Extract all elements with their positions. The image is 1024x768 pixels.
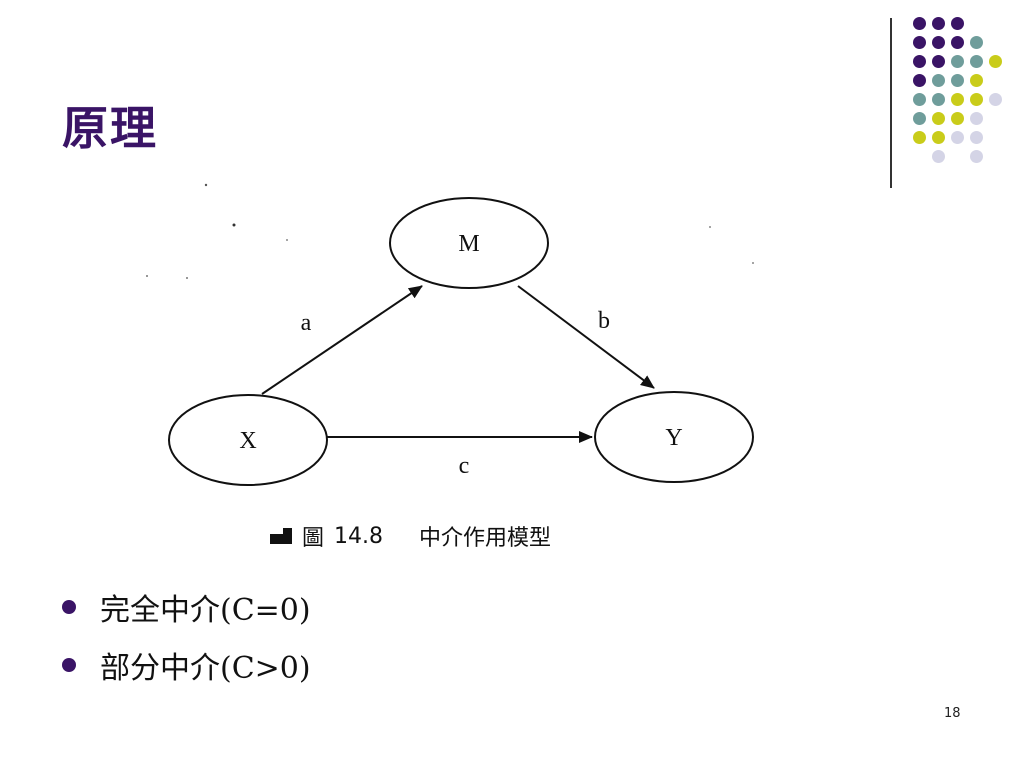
decorative-dot bbox=[931, 149, 945, 163]
bullet-text: 部分中介(C>0) bbox=[100, 651, 311, 686]
figure-caption: 圖 14.8 中介作用模型 bbox=[270, 520, 551, 552]
decorative-dot bbox=[931, 92, 945, 106]
decorative-dot bbox=[950, 73, 964, 87]
bullet-item: 部分中介(C>0) bbox=[62, 636, 311, 694]
scan-speck bbox=[146, 275, 148, 277]
decorative-dot bbox=[969, 149, 983, 163]
decorative-dot bbox=[969, 92, 983, 106]
page-number: 18 bbox=[944, 706, 961, 721]
decorative-dot bbox=[931, 73, 945, 87]
decorative-dot bbox=[912, 35, 926, 49]
decorative-dot bbox=[950, 54, 964, 68]
decorative-dot bbox=[969, 35, 983, 49]
decorative-dot bbox=[969, 54, 983, 68]
edge-c-label: c bbox=[459, 453, 470, 479]
decorative-dot bbox=[969, 130, 983, 144]
scan-speck bbox=[752, 262, 754, 264]
caption-number: 14.8 bbox=[334, 523, 383, 549]
edge-a-arrow bbox=[261, 285, 423, 395]
decorative-dot bbox=[912, 73, 926, 87]
node-y-ellipse bbox=[594, 391, 754, 483]
node-m-ellipse bbox=[389, 197, 549, 289]
bullet-dot-icon bbox=[62, 658, 76, 672]
edge-a-label: a bbox=[301, 310, 312, 336]
slide-title: 原理 bbox=[62, 101, 158, 155]
decorative-dot bbox=[931, 35, 945, 49]
scan-speck bbox=[186, 277, 188, 279]
decorative-dot bbox=[912, 54, 926, 68]
node-y-label: Y bbox=[665, 425, 682, 451]
node-x-ellipse bbox=[168, 394, 328, 486]
decorative-dot bbox=[950, 35, 964, 49]
decorative-dot bbox=[950, 92, 964, 106]
decorative-dot bbox=[912, 16, 926, 30]
decorative-dot bbox=[969, 73, 983, 87]
decorative-dot bbox=[931, 130, 945, 144]
decorative-dot bbox=[950, 111, 964, 125]
decorative-divider bbox=[890, 18, 892, 188]
decorative-dot bbox=[969, 111, 983, 125]
bullet-list: 完全中介(C=0) 部分中介(C>0) bbox=[62, 578, 311, 694]
decorative-dot bbox=[912, 111, 926, 125]
decorative-dot bbox=[931, 111, 945, 125]
caption-text: 中介作用模型 bbox=[419, 526, 552, 551]
edge-b-arrow bbox=[517, 285, 655, 389]
scan-speck bbox=[232, 223, 236, 227]
scan-speck bbox=[709, 226, 711, 228]
bullet-item: 完全中介(C=0) bbox=[62, 578, 311, 636]
bullet-text: 完全中介(C=0) bbox=[100, 593, 311, 628]
decorative-dot bbox=[950, 130, 964, 144]
figure-marker-icon bbox=[270, 528, 292, 544]
node-m-label: M bbox=[458, 231, 479, 257]
decorative-dot bbox=[988, 54, 1002, 68]
scan-speck bbox=[286, 239, 288, 241]
node-x-label: X bbox=[239, 428, 256, 454]
decorative-dot bbox=[912, 92, 926, 106]
scan-speck bbox=[204, 183, 208, 187]
decorative-dot bbox=[950, 16, 964, 30]
decorative-dot bbox=[931, 16, 945, 30]
decorative-dot bbox=[988, 92, 1002, 106]
caption-prefix: 圖 bbox=[302, 526, 325, 551]
bullet-dot-icon bbox=[62, 600, 76, 614]
decorative-dot bbox=[931, 54, 945, 68]
edge-b-label: b bbox=[598, 308, 610, 334]
decorative-dot bbox=[912, 130, 926, 144]
